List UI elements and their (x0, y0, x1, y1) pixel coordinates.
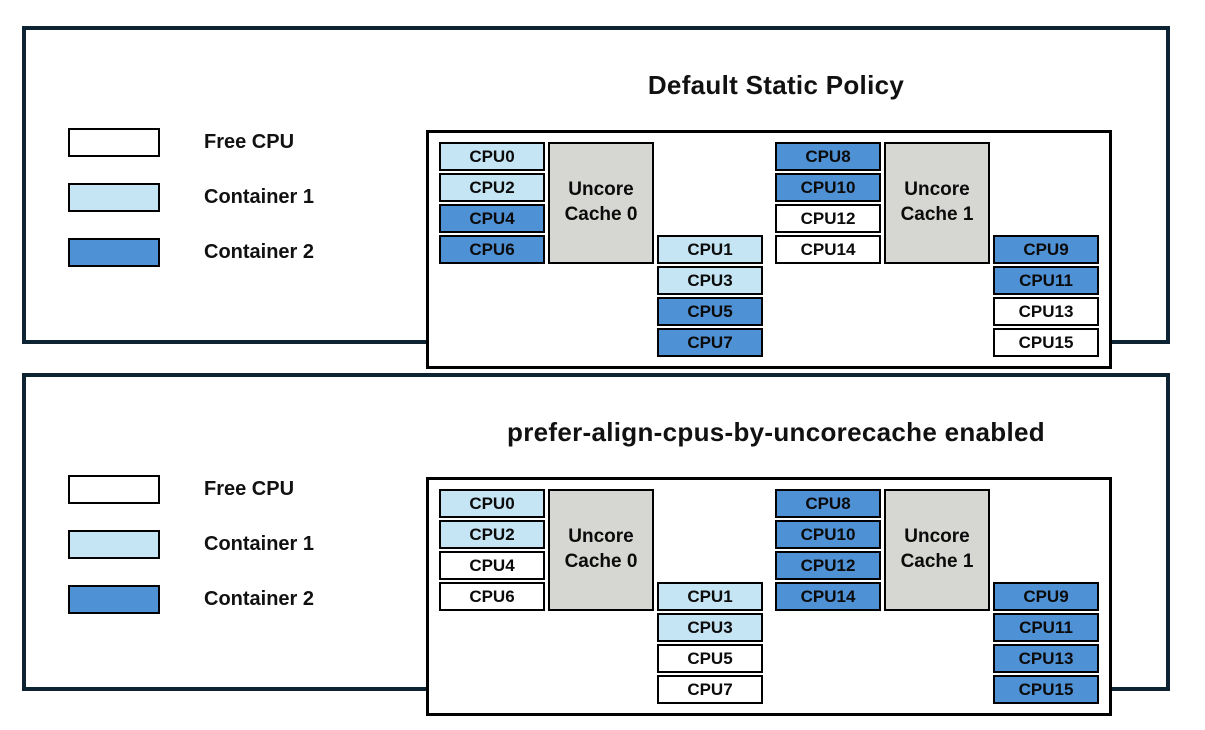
cpu-cell: CPU13 (993, 644, 1099, 673)
cpu-cell: CPU3 (657, 266, 763, 295)
legend-swatch-container-2 (68, 585, 160, 614)
legend-label: Container 2 (204, 241, 315, 263)
uncore-cache-label: Uncore Cache 1 (884, 142, 990, 264)
legend-row-container-1: Container 1 (68, 530, 314, 559)
legend-label: Container 1 (204, 186, 315, 208)
uncore-cache-1-block: CPU8 CPU10 CPU12 CPU14 Uncore Cache 1 CP… (775, 142, 1099, 357)
cpu-topology-diagram: CPU0 CPU2 CPU4 CPU6 Uncore Cache 0 CPU1 … (426, 477, 1112, 716)
cpu-topology-diagram: CPU0 CPU2 CPU4 CPU6 Uncore Cache 0 CPU1 … (426, 130, 1112, 369)
legend-row-container-2: Container 2 (68, 585, 314, 614)
legend-row-free-cpu: Free CPU (68, 128, 314, 157)
uncore-cache-label: Uncore Cache 0 (548, 142, 654, 264)
legend-row-free-cpu: Free CPU (68, 475, 314, 504)
legend-swatch-container-1 (68, 530, 160, 559)
cpu-cell: CPU14 (775, 582, 881, 611)
cpu-cell: CPU1 (657, 235, 763, 264)
cpu-cell: CPU3 (657, 613, 763, 642)
cpu-cell: CPU5 (657, 644, 763, 673)
cpu-cell: CPU10 (775, 173, 881, 202)
cpu-cell: CPU0 (439, 489, 545, 518)
cpu-cell: CPU9 (993, 235, 1099, 264)
legend-row-container-1: Container 1 (68, 183, 314, 212)
uncore-cache-1-block: CPU8 CPU10 CPU12 CPU14 Uncore Cache 1 CP… (775, 489, 1099, 704)
cpu-cell: CPU11 (993, 613, 1099, 642)
cpu-cell: CPU5 (657, 297, 763, 326)
panel-title: prefer-align-cpus-by-uncorecache enabled (507, 417, 1045, 447)
legend-label: Free CPU (204, 478, 295, 500)
uncore-cache-0-block: CPU0 CPU2 CPU4 CPU6 Uncore Cache 0 CPU1 … (439, 142, 763, 357)
cpu-cell: CPU4 (439, 551, 545, 580)
panel-prefer-align-uncorecache: prefer-align-cpus-by-uncorecache enabled… (22, 373, 1170, 716)
cpu-cell: CPU2 (439, 520, 545, 549)
uncore-cache-label: Uncore Cache 0 (548, 489, 654, 611)
legend-swatch-free-cpu (68, 128, 160, 157)
cpu-cell: CPU8 (775, 489, 881, 518)
uncore-cache-0-block: CPU0 CPU2 CPU4 CPU6 Uncore Cache 0 CPU1 … (439, 489, 763, 704)
cpu-cell: CPU1 (657, 582, 763, 611)
cpu-cell: CPU13 (993, 297, 1099, 326)
cpu-cell: CPU6 (439, 582, 545, 611)
cpu-cell: CPU0 (439, 142, 545, 171)
panel-default-static-policy: Default Static Policy Free CPU Container… (22, 26, 1170, 369)
cpu-cell: CPU14 (775, 235, 881, 264)
cpu-cell: CPU9 (993, 582, 1099, 611)
legend: Free CPU Container 1 Container 2 (68, 128, 314, 267)
legend: Free CPU Container 1 Container 2 (68, 475, 314, 614)
cpu-cell: CPU8 (775, 142, 881, 171)
legend-swatch-free-cpu (68, 475, 160, 504)
uncore-cache-label: Uncore Cache 1 (884, 489, 990, 611)
cpu-cell: CPU12 (775, 551, 881, 580)
legend-label: Free CPU (204, 131, 295, 153)
cpu-cell: CPU6 (439, 235, 545, 264)
panel-title: Default Static Policy (647, 70, 905, 100)
cpu-cell: CPU15 (993, 675, 1099, 704)
legend-swatch-container-1 (68, 183, 160, 212)
cpu-cell: CPU11 (993, 266, 1099, 295)
cpu-cell: CPU15 (993, 328, 1099, 357)
legend-label: Container 2 (204, 588, 315, 610)
cpu-cell: CPU12 (775, 204, 881, 233)
cpu-cell: CPU4 (439, 204, 545, 233)
legend-row-container-2: Container 2 (68, 238, 314, 267)
legend-swatch-container-2 (68, 238, 160, 267)
cpu-cell: CPU7 (657, 328, 763, 357)
legend-label: Container 1 (204, 533, 315, 555)
cpu-cell: CPU7 (657, 675, 763, 704)
cpu-cell: CPU10 (775, 520, 881, 549)
cpu-cell: CPU2 (439, 173, 545, 202)
